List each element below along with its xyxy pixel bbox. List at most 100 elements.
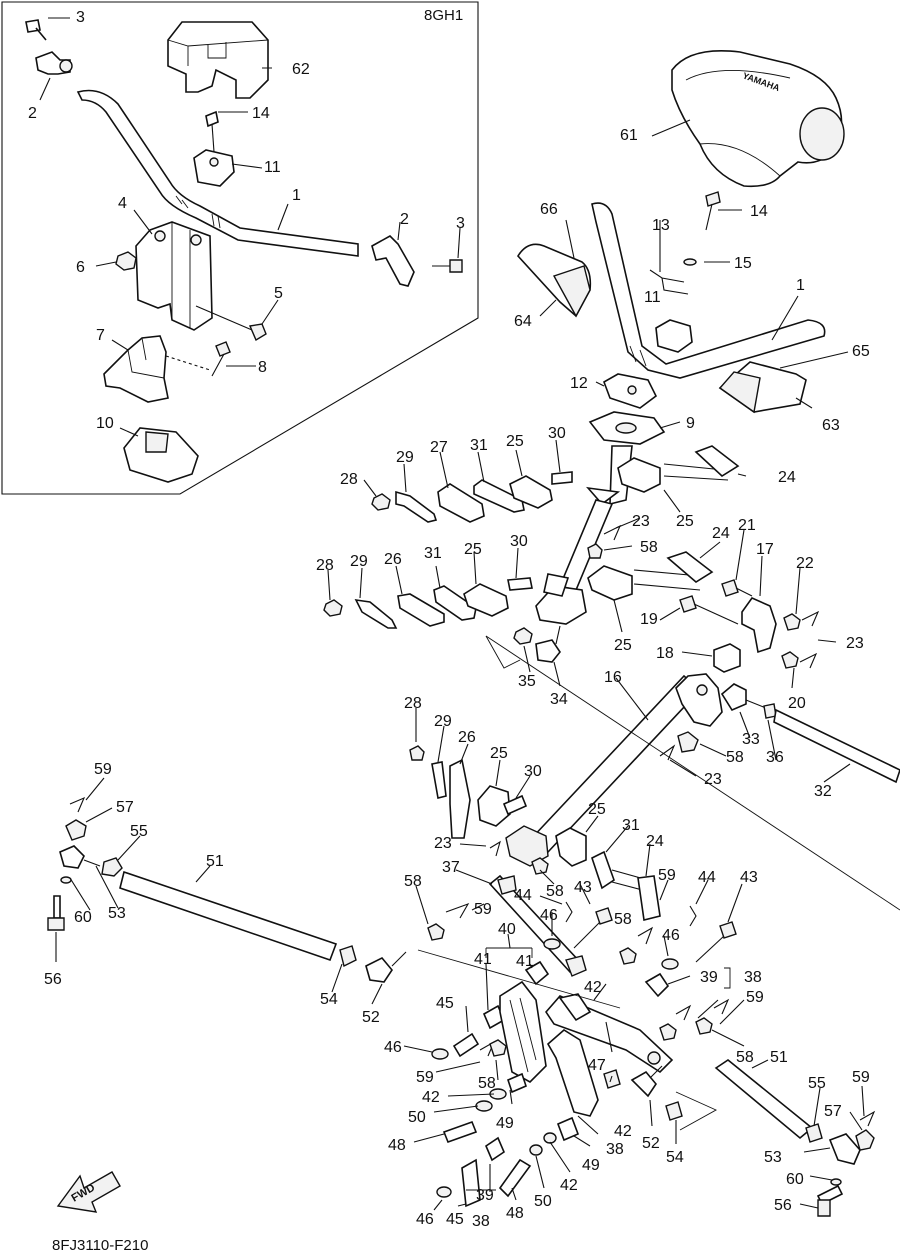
center-arm-assembly — [427, 874, 737, 1208]
arm-38-right — [546, 1029, 599, 1117]
cotter-44-center — [565, 901, 573, 923]
washer-50-lower — [529, 1144, 543, 1156]
clip-59-center — [445, 902, 470, 919]
ball-joint-34-stud — [555, 625, 561, 645]
callout-c-39b: 39 — [476, 1187, 494, 1204]
nut-58-row3 — [531, 857, 549, 875]
washer-42-right — [603, 1069, 621, 1089]
steering-shaft-arm — [675, 673, 723, 727]
callout-c-6: 6 — [76, 259, 85, 276]
callout-c-21: 21 — [738, 517, 756, 534]
callout-c-47: 47 — [588, 1057, 606, 1074]
nut-58-shaft — [677, 731, 699, 753]
callout-c-53b: 53 — [764, 1149, 782, 1166]
callout-c-58f: 58 — [736, 1049, 754, 1066]
ball-joint-52-left-stud — [391, 951, 407, 967]
callout-c-59c: 59 — [474, 901, 492, 918]
inset-clamp-bolt-head — [205, 110, 219, 128]
steering-column-ear — [585, 486, 621, 506]
steering-column-bore — [615, 422, 637, 434]
arm-47-pivot — [558, 993, 592, 1022]
pin-45-lower — [461, 1158, 481, 1208]
callout-c-58a: 58 — [640, 539, 658, 556]
callout-c-51b: 51 — [770, 1049, 788, 1066]
clip-59-right-mid — [637, 926, 654, 945]
pin-45-upper — [452, 1032, 480, 1058]
callout-c-7: 7 — [96, 327, 105, 344]
inset-left-fitting-nut — [59, 59, 73, 73]
callout-c-24a: 24 — [778, 469, 796, 486]
bolt-43-center-shaft — [573, 921, 601, 949]
callout-c-34: 34 — [550, 691, 568, 708]
link-29-row1 — [395, 490, 438, 523]
callout-c-29a: 29 — [396, 449, 414, 466]
nut-58-left-arm — [489, 1039, 507, 1057]
callout-c-23d: 23 — [434, 835, 452, 852]
callout-c-3a: 3 — [76, 9, 85, 26]
link-29-row2 — [354, 598, 398, 629]
nut-55-left — [101, 857, 123, 877]
holder-25-row2-right — [587, 565, 633, 601]
callout-c-24b: 24 — [712, 525, 730, 542]
callout-c-57b: 57 — [824, 1103, 842, 1120]
bracket-17-group — [679, 579, 820, 673]
main-handlebar-group: YAMAHA — [516, 50, 845, 625]
callout-c-25b: 25 — [676, 513, 694, 530]
bracket-40 — [485, 947, 533, 958]
callout-c-25d: 25 — [614, 637, 632, 654]
nut-28-row1 — [371, 493, 391, 511]
callout-c-52a: 52 — [362, 1009, 380, 1026]
inset-boot-cover-opening — [145, 431, 169, 453]
inset-right-fitting — [371, 235, 415, 287]
steering-shaft-16 — [505, 673, 723, 867]
nut-55-right — [805, 1123, 823, 1143]
callout-c-58d: 58 — [404, 873, 422, 890]
callout-c-40: 40 — [498, 921, 516, 938]
callout-c-42d: 42 — [560, 1177, 578, 1194]
joint-34-group — [513, 625, 561, 663]
nut-20 — [781, 651, 799, 669]
callout-c-59b: 59 — [658, 867, 676, 884]
handlebar-pad — [671, 50, 843, 188]
bolt-19-shaft — [693, 603, 739, 625]
clip-23-right-a — [801, 610, 820, 627]
callout-c-17: 17 — [756, 541, 774, 558]
callout-c-25a: 25 — [506, 433, 524, 450]
callout-c-2b: 2 — [400, 211, 409, 228]
ball-joint-52-right-stud — [649, 1065, 663, 1079]
callout-c-64: 64 — [514, 313, 532, 330]
inset-handlebar-knurl — [175, 195, 221, 229]
holder-25-row1 — [509, 475, 553, 509]
inset-left-screw — [25, 19, 47, 41]
bolt-43-center-head — [595, 907, 613, 925]
ball-joint-53-right — [828, 1133, 861, 1165]
inset-code: 8GH1 — [424, 7, 463, 24]
callout-c-56b: 56 — [774, 1197, 792, 1214]
callout-c-15: 15 — [734, 255, 752, 272]
washer-15 — [683, 258, 697, 266]
ref-line-joint — [485, 635, 521, 669]
nut-28-row2 — [323, 599, 343, 617]
callout-c-22: 22 — [796, 555, 814, 572]
callout-c-59e: 59 — [416, 1069, 434, 1086]
callout-c-46c: 46 — [384, 1039, 402, 1056]
bracket-17 — [741, 597, 777, 654]
holder-25-row3-right — [555, 827, 587, 867]
callout-c-56a: 56 — [44, 971, 62, 988]
bushing-18 — [713, 643, 741, 673]
callout-c-58b: 58 — [726, 749, 744, 766]
washer-46-center — [543, 938, 561, 950]
callout-c-42c: 42 — [614, 1123, 632, 1140]
inset-base-bracket-edges — [127, 337, 165, 379]
right-grip-end — [718, 371, 761, 414]
link-26-row2 — [397, 593, 445, 627]
callout-c-30a: 30 — [548, 425, 566, 442]
callout-c-5: 5 — [274, 285, 283, 302]
callout-c-53a: 53 — [108, 905, 126, 922]
nut-35 — [513, 627, 533, 645]
callout-c-28a: 28 — [340, 471, 358, 488]
callout-c-23c: 23 — [704, 771, 722, 788]
inset-long-bolt — [195, 305, 253, 331]
inset-bolt-8-shaft — [211, 353, 225, 377]
